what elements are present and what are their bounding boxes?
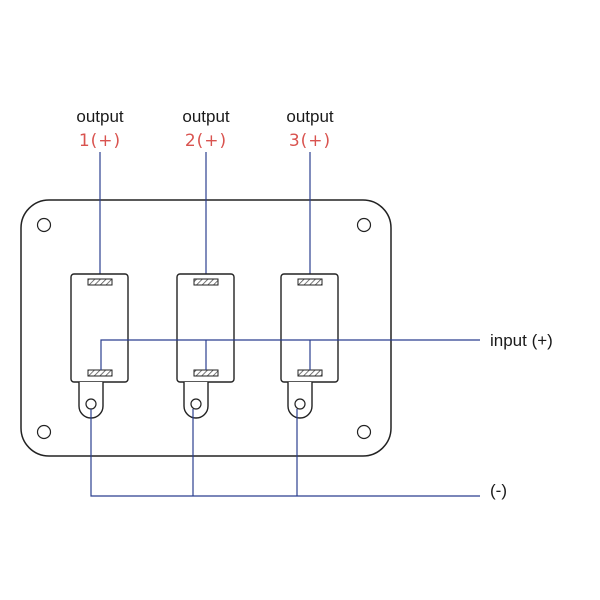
switch-1-tab-hole bbox=[85, 398, 97, 410]
output-1-label: output bbox=[76, 107, 124, 126]
switch-2-top-terminal bbox=[193, 278, 219, 286]
switch-3-bottom-terminal bbox=[297, 369, 323, 377]
ground-label: (-) bbox=[490, 481, 507, 500]
mounting-hole-top-right bbox=[356, 217, 372, 233]
switch-1-body bbox=[70, 273, 129, 383]
ground-bus-wire bbox=[90, 409, 480, 497]
switch-3 bbox=[280, 273, 339, 419]
mounting-hole-bottom-right bbox=[356, 424, 372, 440]
switch-3-top-terminal bbox=[297, 278, 323, 286]
mounting-hole-bottom-left bbox=[36, 424, 52, 440]
output-1-number: 1(+) bbox=[79, 131, 121, 151]
output-2-number: 2(+) bbox=[185, 131, 227, 151]
switch-1 bbox=[70, 273, 129, 419]
input-label: input (+) bbox=[490, 331, 553, 350]
output-3-label: output bbox=[286, 107, 334, 126]
input-bus-wire bbox=[100, 339, 480, 370]
switch-2 bbox=[176, 273, 235, 419]
switch-2-tab-hole bbox=[190, 398, 202, 410]
switch-1-bottom-terminal bbox=[87, 369, 113, 377]
mounting-hole-top-left bbox=[36, 217, 52, 233]
output-2-label: output bbox=[182, 107, 230, 126]
output-3-number: 3(+) bbox=[289, 131, 331, 151]
switch-3-tab-hole bbox=[294, 398, 306, 410]
switch-1-top-terminal bbox=[87, 278, 113, 286]
switch-2-bottom-terminal bbox=[193, 369, 219, 377]
